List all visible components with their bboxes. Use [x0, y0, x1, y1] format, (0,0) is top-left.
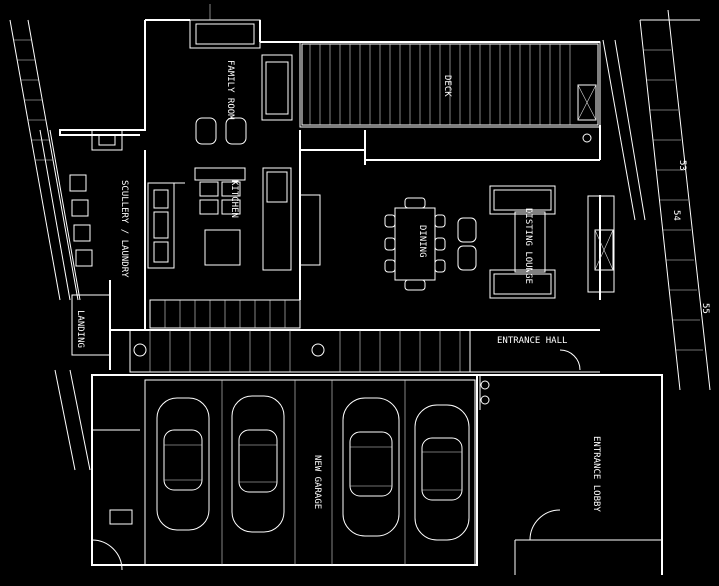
- room-label-entrance-lobby: ENTRANCE LOBBY: [591, 436, 601, 512]
- room-label-lounge: DISTING LOUNGE: [523, 208, 533, 284]
- right-terrace-stairs: [602, 9, 711, 391]
- left-terrace-stairs: [9, 19, 93, 471]
- room-label-scullery: SCULLERY / LAUNDRY: [119, 180, 129, 278]
- room-label-deck: DECK: [442, 75, 452, 97]
- garage-car-1: [156, 397, 210, 531]
- room-label-landing: LANDING: [75, 310, 85, 348]
- dining: [299, 194, 446, 291]
- garage-car-4: [414, 404, 470, 541]
- entrance-lobby: [477, 374, 663, 575]
- room-label-entrance-hall: ENTRANCE HALL: [497, 336, 567, 346]
- hall-door-swing: [559, 349, 581, 371]
- marker-53: 53: [677, 160, 687, 171]
- garage-car-3: [342, 397, 400, 537]
- deck: [299, 41, 601, 143]
- room-label-family-room: FAMILY ROOM: [225, 60, 235, 120]
- kitchen: [91, 129, 292, 271]
- garage-car-2: [231, 395, 285, 533]
- room-label-garage: NEW GARAGE: [312, 455, 322, 509]
- room-label-dining: DINING: [417, 225, 427, 258]
- family-room-furniture: [189, 4, 293, 145]
- stair-landing: [71, 294, 471, 373]
- room-label-kitchen: KITCHEN: [229, 180, 239, 218]
- garage: [91, 374, 478, 571]
- marker-54: 54: [671, 210, 681, 221]
- marker-55: 55: [700, 303, 710, 314]
- lounge: [457, 185, 615, 299]
